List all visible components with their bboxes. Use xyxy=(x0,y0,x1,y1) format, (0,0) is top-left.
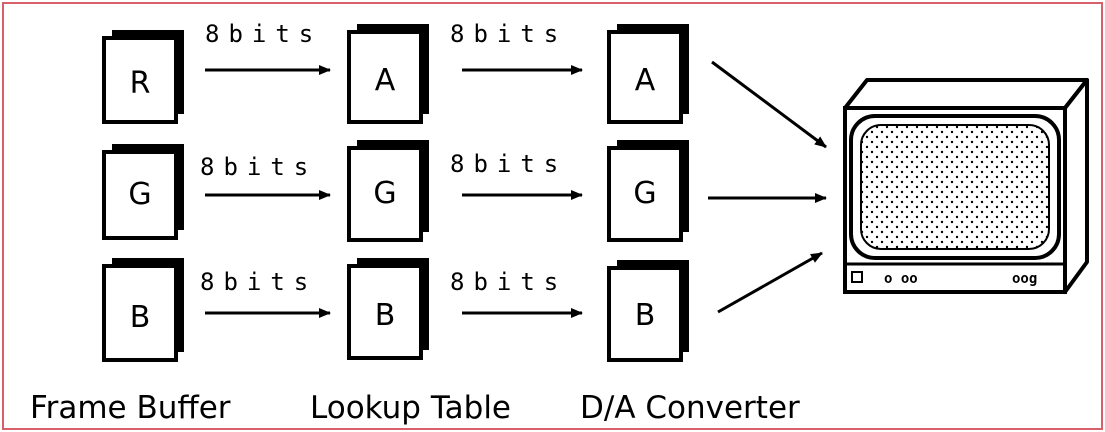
box-label: B xyxy=(130,300,151,335)
bits-label: 8bits xyxy=(450,20,567,48)
bits-label: 8bits xyxy=(200,268,317,296)
monitor-controls-right: oog xyxy=(1012,271,1037,287)
bits-label: 8bits xyxy=(205,20,322,48)
box-converter-b: B xyxy=(607,260,689,362)
bits-label: 8bits xyxy=(200,153,317,181)
caption-frame-buffer: Frame Buffer xyxy=(30,390,231,426)
box-lookup-table-b: B xyxy=(347,258,429,360)
caption-lookup-table: Lookup Table xyxy=(310,390,511,426)
monitor-controls-left: o oo xyxy=(884,271,918,287)
box-converter-a: A xyxy=(607,24,689,124)
box-frame-buffer-b: B xyxy=(102,258,184,362)
monitor-screen xyxy=(860,124,1050,250)
box-frame-buffer-r: R xyxy=(102,30,184,124)
monitor-icon: o oo oog xyxy=(843,78,1089,294)
bits-label: 8bits xyxy=(450,268,567,296)
box-label: G xyxy=(373,176,396,211)
bits-label: 8bits xyxy=(450,150,567,178)
box-lookup-table-a: A xyxy=(347,24,429,124)
box-lookup-table-g: G xyxy=(347,140,429,242)
box-label: B xyxy=(635,298,656,333)
arrow-to-monitor-blue xyxy=(717,251,823,314)
arrow-to-monitor-red xyxy=(711,60,827,149)
box-label: A xyxy=(635,63,656,98)
box-label: B xyxy=(375,298,396,333)
box-label: A xyxy=(375,63,396,98)
box-label: G xyxy=(128,177,151,212)
box-label: G xyxy=(633,176,656,211)
box-label: R xyxy=(130,66,151,101)
box-converter-g: G xyxy=(607,140,689,242)
box-frame-buffer-g: G xyxy=(102,144,184,240)
caption-da-converter: D/A Converter xyxy=(580,390,800,426)
